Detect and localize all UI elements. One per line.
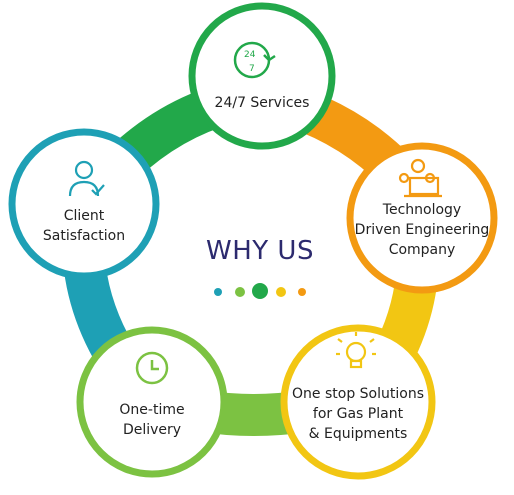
24-7-clock-icon: 24 7 [233, 41, 276, 79]
center-dot-3 [252, 283, 268, 299]
node-solutions: One stop Solutions for Gas Plant & Equip… [286, 382, 430, 446]
node-solutions-circle [280, 324, 436, 480]
node-services-label: 24/7 Services [214, 95, 310, 111]
node-client-label: Client Satisfaction [42, 208, 126, 244]
center-dot-5 [298, 288, 306, 296]
svg-text:7: 7 [249, 64, 255, 74]
center-dot-4 [276, 287, 286, 297]
node-technology-label: Technology Driven Engineering Company [354, 202, 490, 258]
node-delivery-label: One-time Delivery [119, 402, 185, 438]
node-technology-circle [346, 142, 498, 294]
node-services-circle [188, 2, 336, 150]
center-circle [134, 134, 390, 390]
center-title: WHY US [206, 236, 314, 266]
node-delivery: One-time Delivery [82, 398, 222, 442]
node-solutions-label: One stop Solutions for Gas Plant & Equip… [292, 386, 424, 442]
center-dot-2 [235, 287, 245, 297]
clock-icon [135, 351, 169, 385]
node-client-circle [8, 128, 160, 280]
center-dot-1 [214, 288, 222, 296]
lightbulb-icon [336, 332, 376, 369]
person-check-icon [68, 160, 105, 197]
node-client: Client Satisfaction [14, 204, 154, 248]
node-services: 24/7 Services [192, 88, 332, 118]
svg-text:24: 24 [244, 50, 256, 60]
node-technology: Technology Driven Engineering Company [352, 198, 492, 262]
gears-laptop-icon [398, 158, 442, 198]
node-delivery-circle [76, 326, 228, 478]
